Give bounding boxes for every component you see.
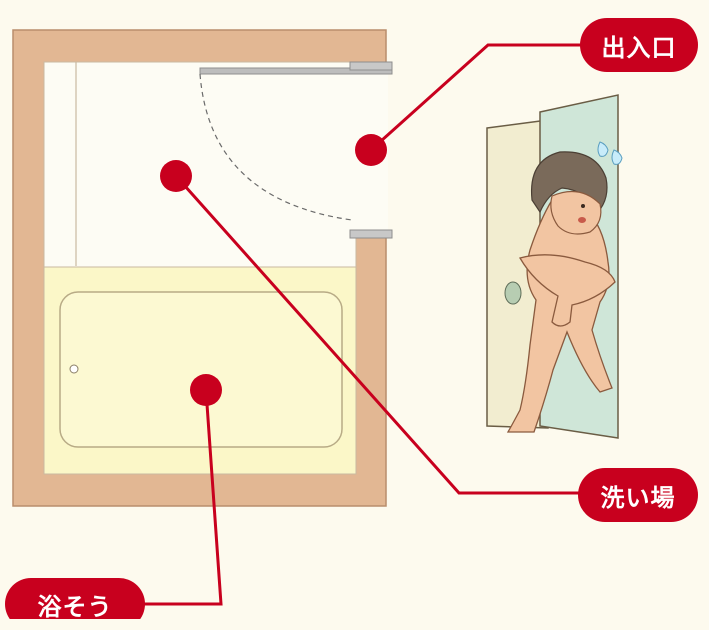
washing-area-floor [43, 61, 357, 270]
sweat-drops-icon [597, 141, 623, 165]
washing-area-label-bg [578, 468, 698, 522]
leader-lines [140, 43, 583, 606]
bathtub-marker [190, 374, 222, 406]
label-bubbles [5, 18, 698, 619]
floor-plan [12, 29, 393, 507]
bathtub-leader-line [140, 389, 223, 606]
bathtub-label: 浴そう [37, 592, 113, 621]
door-stop-bottom [349, 229, 393, 239]
washing-area-label: 洗い場 [600, 483, 676, 512]
washing-area-leader-line [174, 175, 583, 495]
door-swing-arc [199, 73, 353, 221]
person-face [550, 190, 602, 235]
door-rail [199, 67, 393, 75]
person-at-door [486, 94, 623, 439]
bathtub [59, 291, 343, 448]
entrance-label: 出入口 [601, 33, 677, 62]
door-knob [504, 281, 522, 305]
entrance-leader-line [369, 43, 583, 152]
washing-area-marker [160, 160, 192, 192]
bathtub-label-bg [5, 578, 145, 619]
person-eye [581, 204, 585, 208]
person-arm [519, 254, 616, 327]
person-mouth [578, 217, 586, 223]
entrance-label-bg [580, 18, 698, 72]
bathtub-drain [69, 364, 79, 374]
door-stop-top [349, 61, 393, 71]
markers [160, 134, 387, 406]
entrance-marker [355, 134, 387, 166]
